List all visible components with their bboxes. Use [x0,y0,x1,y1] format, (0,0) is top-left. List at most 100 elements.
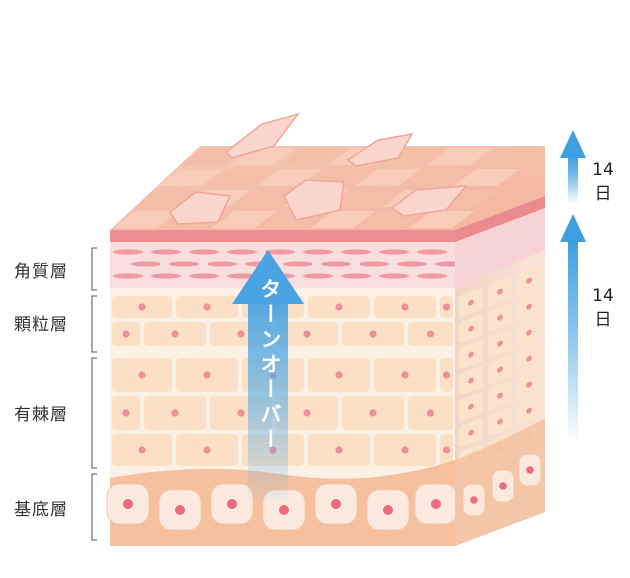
side-cell-nucleus [526,329,532,336]
cell-nucleus [122,330,130,338]
side-cell [517,344,541,374]
side-cell [459,314,483,344]
duration-lower: 14 日 [583,284,623,332]
duration-arrow-lower [560,214,586,444]
side-basal-nucleus [526,466,534,474]
basal-nucleus [227,499,237,509]
cell-nucleus [138,446,146,454]
corneum-cell [113,249,143,255]
corneum-cell [169,261,199,267]
cell-nucleus [138,371,146,379]
cell-nucleus [401,446,409,454]
label-stratum-corneum: 角質層 [14,262,68,282]
corneum-cell [341,249,371,255]
corneum-cell [189,273,219,279]
top-tile [408,211,475,228]
corneum-cell [131,261,161,267]
cell-nucleus [237,330,245,338]
turnover-arrow [232,250,304,500]
side-cell-nucleus [526,277,532,284]
bracket-granulosum [91,295,97,353]
corneum-cell [303,249,333,255]
corneum-cell [321,261,351,267]
side-cell-nucleus [497,392,503,399]
basal-nucleus [383,505,393,515]
cell-nucleus [369,409,377,417]
side-basale-cells [462,453,542,517]
cell-nucleus [442,371,451,379]
basal-nucleus [431,499,441,509]
top-tile [158,169,224,186]
side-cell-nucleus [497,366,503,373]
side-cell-nucleus [497,418,503,425]
cell-nucleus [303,409,311,417]
top-tile [113,211,179,228]
side-basal-nucleus [499,482,507,490]
side-cell-nucleus [526,381,532,388]
top-tile [426,148,493,165]
label-stratum-basale: 基底層 [14,500,68,520]
top-tile [404,169,471,186]
top-tile [355,169,421,186]
top-tile [377,148,444,165]
corneum-cell [379,249,409,255]
cell-nucleus [401,303,409,311]
side-face [455,196,545,546]
corneum-cell [417,273,447,279]
top-tile [279,148,345,165]
side-cell [459,366,483,396]
corneum-cell [151,273,181,279]
cell-nucleus [442,303,451,311]
top-tile [234,190,300,207]
cell-nucleus [203,371,211,379]
side-cell-nucleus [526,303,532,310]
side-cell [517,318,541,348]
side-cell-nucleus [468,429,474,436]
label-stratum-spinosum: 有棘層 [14,405,68,425]
cell-nucleus [237,409,245,417]
top-tile [207,169,274,186]
corneum-cell [189,249,219,255]
side-cell-nucleus [497,314,503,321]
top-tile [211,211,278,228]
side-cell [488,381,512,411]
side-cell [488,407,512,437]
side-cell-nucleus [468,403,474,410]
duration-lower-unit: 日 [594,310,612,330]
bracket-basale [91,473,97,541]
side-cell [459,418,483,448]
corneum-cell [341,273,371,279]
top-tile [332,190,399,207]
corneum-cell [303,273,333,279]
cell-nucleus [122,409,130,417]
duration-lower-value: 14 [592,286,614,306]
cell-nucleus [171,330,179,338]
cell-nucleus [442,446,451,454]
top-tile [453,169,520,186]
corneum-cell [379,273,409,279]
side-cell-nucleus [468,299,474,306]
corneum-cell [207,261,237,267]
side-cell [459,392,483,422]
cell-nucleus [401,371,409,379]
side-cell-nucleus [468,325,474,332]
cell-nucleus [303,330,311,338]
cell-nucleus [171,409,179,417]
corneum-lines [113,249,465,279]
flaking-scales [168,112,468,225]
side-cell-nucleus [497,288,503,295]
cell-nucleus [369,330,377,338]
corneum-cell [227,273,257,279]
label-stratum-granulosum: 顆粒層 [14,315,68,335]
side-basal-nucleus [470,496,478,504]
basal-nucleus [279,505,289,515]
top-tile [256,169,323,186]
duration-arrow-upper [560,130,586,204]
side-cell [488,355,512,385]
side-cell [517,292,541,322]
side-cell [459,288,483,318]
corneum-cell [359,261,389,267]
duration-upper: 14 日 [583,158,623,206]
corneum-cell [397,261,427,267]
